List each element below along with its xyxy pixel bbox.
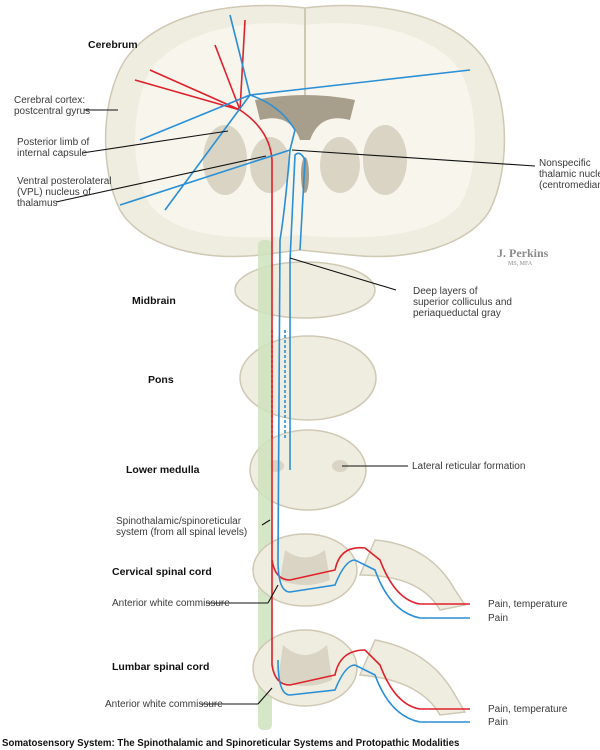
deep-layers-label-2: superior colliculus and <box>413 297 512 308</box>
pons-label: Pons <box>148 374 174 386</box>
vpl-label-3: thalamus <box>17 198 58 209</box>
lumbar-cord-section <box>252 629 467 716</box>
awc-lumbar-label: Anterior white commissure <box>105 699 223 710</box>
vpl-label-2: (VPL) nucleus of <box>17 187 91 198</box>
cortex-label-1: Cerebral cortex: <box>14 95 85 106</box>
cortex-label-2: postcentral gyrus <box>14 106 90 117</box>
brainstem <box>234 240 377 730</box>
nonspecific-label-1: Nonspecific <box>539 158 591 169</box>
capsule-label-2: internal capsule <box>17 148 87 159</box>
midbrain-section <box>234 261 376 319</box>
awc-cervical-label: Anterior white commissure <box>112 598 230 609</box>
vpl-label-1: Ventral posterolateral <box>17 176 112 187</box>
signature-name: J. Perkins <box>497 246 549 260</box>
pain-cervical-label: Pain <box>488 613 508 624</box>
nonspecific-label-3: (centromedian) <box>539 180 600 191</box>
lateral-reticular-label: Lateral reticular formation <box>412 461 525 472</box>
signature-credentials: MS, MFA <box>508 261 533 267</box>
figure-caption: Somatosensory System: The Spinothalamic … <box>2 737 460 749</box>
spino-label-1: Spinothalamic/spinoreticular <box>116 516 242 527</box>
nonspecific-label-2: thalamic nuclei <box>539 169 600 180</box>
pons-section <box>239 335 377 421</box>
cerebrum-section <box>104 4 506 258</box>
midbrain-label: Midbrain <box>132 295 176 307</box>
cervical-label: Cervical spinal cord <box>112 566 212 578</box>
pain-temp-lumbar-label: Pain, temperature <box>488 704 568 715</box>
pain-lumbar-label: Pain <box>488 717 508 728</box>
cervical-cord-section <box>252 533 467 611</box>
pain-pathway <box>119 14 471 723</box>
lower-medulla-label: Lower medulla <box>126 464 200 476</box>
capsule-label-1: Posterior limb of <box>17 137 89 148</box>
deep-layers-label-3: periaqueductal gray <box>413 308 501 319</box>
spino-label-2: system (from all spinal levels) <box>116 527 247 538</box>
lumbar-label: Lumbar spinal cord <box>112 661 209 673</box>
pain-temp-cervical-label: Pain, temperature <box>488 599 568 610</box>
leader-lines <box>55 109 536 705</box>
cerebrum-label: Cerebrum <box>88 39 138 51</box>
deep-layers-label-1: Deep layers of <box>413 286 478 297</box>
pain-temperature-pathway <box>134 19 470 710</box>
